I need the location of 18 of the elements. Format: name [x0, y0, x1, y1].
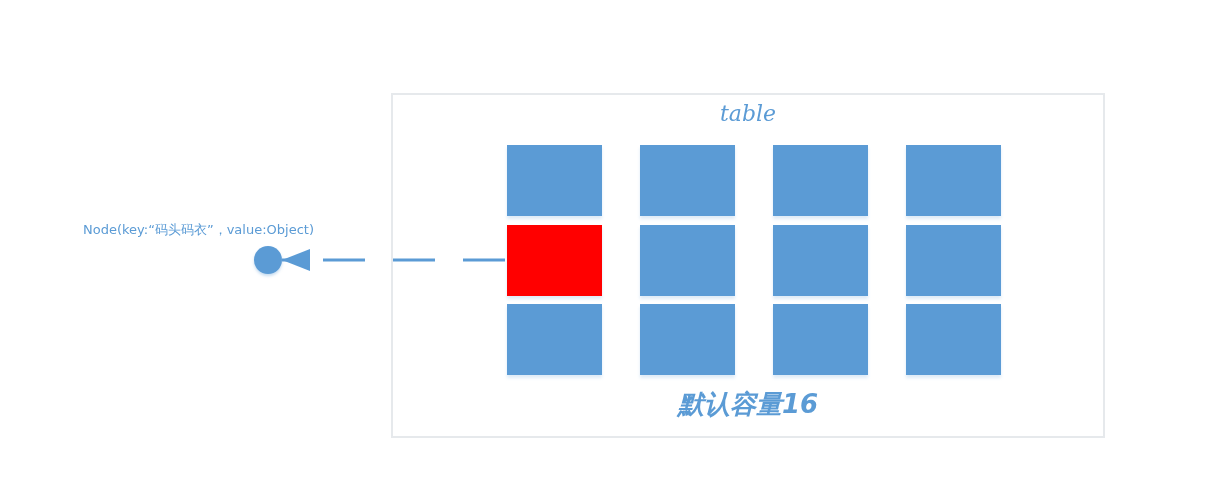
arrow	[282, 249, 505, 271]
bucket-cell	[640, 225, 735, 296]
bucket-cell	[507, 145, 602, 216]
capacity-caption: 默认容量16	[675, 388, 820, 421]
bucket-cell	[906, 304, 1001, 375]
bucket-cell	[640, 145, 735, 216]
highlighted-bucket	[507, 225, 602, 296]
bucket-cell	[773, 225, 868, 296]
table-title: table	[718, 101, 778, 126]
node-circle	[254, 246, 282, 274]
bucket-cell	[773, 145, 868, 216]
bucket-cell	[906, 225, 1001, 296]
bucket-cell	[906, 145, 1001, 216]
bucket-cell	[773, 304, 868, 375]
bucket-cell	[640, 304, 735, 375]
table-frame	[391, 93, 1105, 438]
node-label: Node(key:“码头码衣”，value:Object)	[83, 221, 314, 239]
bucket-cell	[507, 304, 602, 375]
